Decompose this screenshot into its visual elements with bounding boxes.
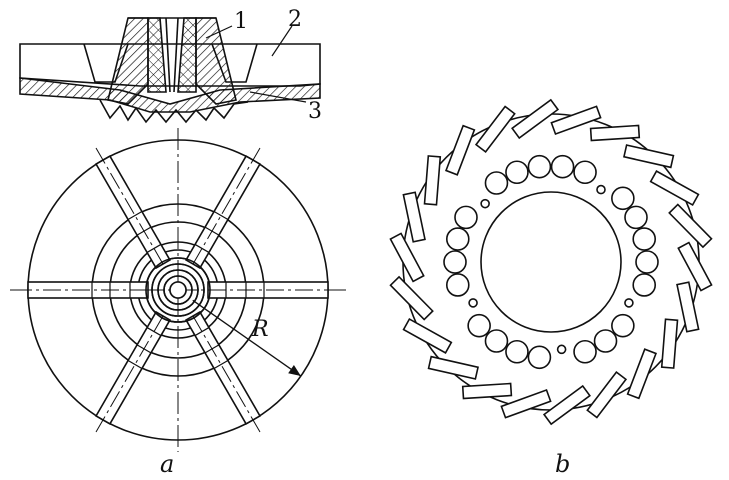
blade-12 bbox=[500, 388, 552, 419]
section-view bbox=[19, 17, 321, 124]
radius-label: R bbox=[251, 317, 269, 342]
insert-right bbox=[177, 17, 197, 93]
hole-1 bbox=[635, 250, 659, 274]
hub-overlay-2 bbox=[163, 275, 193, 305]
plan-view bbox=[10, 128, 346, 452]
base-layer bbox=[19, 77, 321, 113]
grinding-wheel-body bbox=[19, 43, 321, 87]
hub-overlay-5 bbox=[145, 257, 211, 323]
blade-5 bbox=[668, 203, 713, 249]
callout-1: 1 bbox=[234, 9, 248, 34]
center-bore bbox=[480, 191, 622, 333]
hole-11 bbox=[467, 313, 491, 338]
hole-3 bbox=[624, 298, 634, 308]
spoke-tick-2 bbox=[136, 226, 152, 236]
blade-17 bbox=[389, 232, 425, 283]
hole-19 bbox=[505, 160, 529, 185]
hole-17 bbox=[480, 198, 490, 209]
blade-10 bbox=[586, 370, 628, 419]
leader-1 bbox=[205, 25, 233, 39]
spoke-tick-1 bbox=[146, 327, 162, 337]
leader-3 bbox=[249, 91, 307, 103]
spoke-tick-3 bbox=[127, 211, 143, 221]
blade-16 bbox=[389, 275, 434, 321]
hub-overlay-3 bbox=[157, 269, 199, 311]
bore-right bbox=[173, 17, 179, 93]
blade-15 bbox=[402, 317, 453, 354]
blade-18 bbox=[402, 191, 426, 243]
blade-3 bbox=[623, 144, 675, 169]
radius-line bbox=[192, 299, 302, 377]
spoke-centerline bbox=[95, 315, 164, 433]
blade-2 bbox=[589, 124, 641, 142]
callout-2: 2 bbox=[288, 7, 302, 32]
spoke-4 bbox=[14, 281, 149, 299]
spoke-tick-2 bbox=[136, 344, 152, 354]
hub-overlay-4 bbox=[151, 263, 205, 317]
spoke-tick-2 bbox=[204, 226, 220, 236]
blade-1 bbox=[550, 105, 602, 136]
blade-13 bbox=[461, 382, 513, 400]
spoke-centerline bbox=[192, 315, 261, 433]
abrasive-teeth bbox=[99, 99, 249, 124]
hole-26 bbox=[632, 227, 657, 251]
hole-5 bbox=[593, 329, 618, 353]
blade-14 bbox=[427, 355, 479, 380]
caption-b: b bbox=[555, 450, 570, 478]
callout-3: 3 bbox=[308, 99, 322, 124]
spoke-1 bbox=[207, 281, 342, 299]
hole-8 bbox=[527, 345, 552, 370]
blade-9 bbox=[626, 348, 658, 400]
spoke-3 bbox=[94, 310, 172, 433]
blade-22 bbox=[511, 98, 560, 140]
hole-13 bbox=[445, 273, 470, 297]
hole-22 bbox=[573, 160, 597, 185]
hole-12 bbox=[468, 298, 478, 308]
hole-25 bbox=[624, 205, 648, 230]
hole-10 bbox=[484, 329, 509, 353]
hole-9 bbox=[505, 339, 529, 364]
spoke-tick-1 bbox=[194, 243, 210, 253]
blade-21 bbox=[474, 105, 516, 154]
bore-left bbox=[165, 17, 171, 93]
spoke-centerline bbox=[192, 147, 261, 265]
segmented-wheel bbox=[389, 98, 713, 426]
hole-15 bbox=[445, 227, 470, 251]
spoke-tick-2 bbox=[204, 344, 220, 354]
radius-arrowhead bbox=[288, 365, 301, 377]
spoke-tick-3 bbox=[127, 359, 143, 369]
leader-2 bbox=[271, 25, 293, 57]
blade-8 bbox=[660, 318, 679, 369]
hole-7 bbox=[556, 344, 567, 355]
blade-4 bbox=[649, 170, 700, 207]
blade-6 bbox=[677, 241, 713, 292]
blade-7 bbox=[676, 281, 700, 333]
hole-18 bbox=[484, 171, 509, 195]
spoke-tick-1 bbox=[194, 327, 210, 337]
spoke-6 bbox=[184, 147, 262, 270]
hole-16 bbox=[454, 205, 478, 230]
hole-6 bbox=[573, 339, 597, 364]
hole-20 bbox=[527, 154, 552, 179]
hole-2 bbox=[632, 273, 657, 297]
hole-21 bbox=[550, 154, 575, 179]
hole-14 bbox=[443, 250, 467, 274]
blade-11 bbox=[542, 384, 591, 426]
spoke-tick-3 bbox=[213, 211, 229, 221]
insert-left bbox=[147, 17, 167, 93]
spoke-tick-3 bbox=[213, 359, 229, 369]
spoke-5 bbox=[94, 147, 172, 270]
spoke-centerline bbox=[95, 147, 164, 265]
spoke-2 bbox=[184, 310, 262, 433]
hole-23 bbox=[596, 184, 606, 195]
hole-4 bbox=[611, 313, 635, 338]
hole-24 bbox=[611, 186, 635, 211]
blade-20 bbox=[444, 124, 476, 176]
caption-a: a bbox=[160, 450, 174, 478]
blade-19 bbox=[423, 155, 442, 206]
spoke-tick-1 bbox=[146, 243, 162, 253]
hub-overlay-1 bbox=[169, 281, 187, 299]
